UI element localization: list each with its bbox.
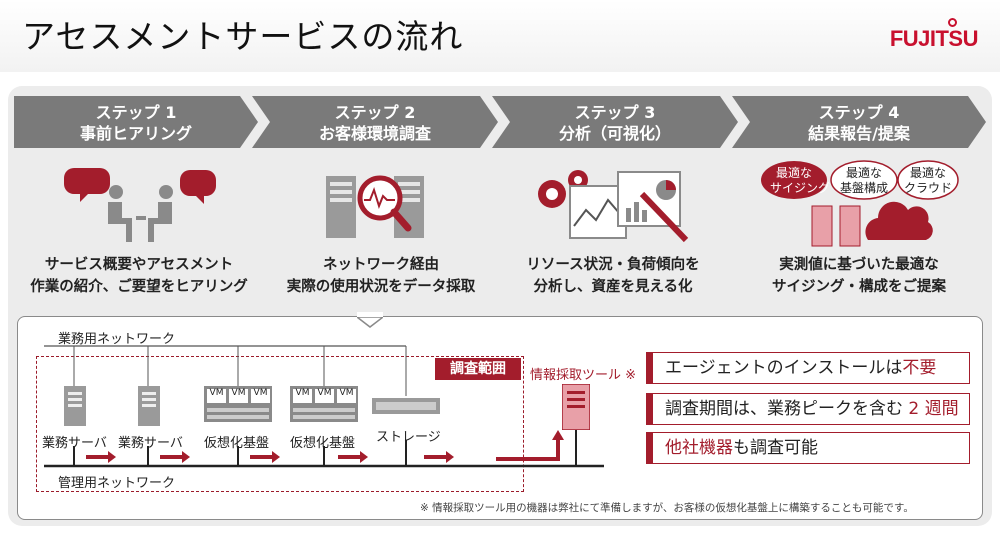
feature-two-weeks: 調査期間は、業務ピークを含む 2 週間 — [646, 393, 970, 425]
business-server-2-icon — [138, 386, 160, 426]
vm-label: VM — [339, 388, 354, 398]
vm-label: VM — [295, 388, 310, 398]
collection-tool-label: 情報採取ツール ※ — [530, 368, 637, 383]
vm-label: VM — [231, 388, 246, 398]
bubble-cloud: 最適なクラウド — [904, 166, 953, 195]
business-server-1-icon — [64, 386, 86, 426]
proposal-bubbles-icon — [761, 160, 959, 247]
step-3-description: リソース状況・負荷傾向を分析し、資産を見える化 — [526, 257, 700, 295]
step-2-description: ネットワーク経由実際の使用状況をデータ採取 — [286, 257, 476, 295]
device-label: 仮想化基盤 — [204, 436, 270, 451]
feature-no-agent: エージェントのインストールは不要 — [646, 352, 970, 384]
storage-icon — [372, 398, 440, 414]
device-label: ストレージ — [376, 430, 441, 445]
vm-label: VM — [209, 388, 224, 398]
virtualization-host-1-icon — [204, 386, 272, 422]
feature-other-vendors: 他社機器も調査可能 — [646, 432, 970, 464]
business-network-label: 業務用ネットワーク — [58, 332, 176, 347]
step-1-description: サービス概要やアセスメント作業の紹介、ご要望をヒアリング — [30, 257, 248, 295]
vm-label: VM — [317, 388, 332, 398]
server-inspection-icon — [326, 175, 424, 238]
device-label: 仮想化基盤 — [290, 436, 356, 451]
management-network-label: 管理用ネットワーク — [58, 476, 176, 491]
step-4-description: 実測値に基づいた最適なサイジング・構成をご提案 — [772, 257, 946, 295]
device-label: 業務サーバ — [118, 436, 183, 451]
analysis-charts-icon — [538, 170, 689, 243]
footnote: ※ 情報採取ツール用の機器は弊社にて準備しますが、お客様の仮想化基盤上に構築する… — [420, 502, 914, 514]
survey-scope-label: 調査範囲 — [435, 358, 521, 380]
vm-label: VM — [253, 388, 268, 398]
device-label: 業務サーバ — [42, 436, 107, 451]
fujitsu-logo: FUJITSU — [890, 18, 979, 52]
network-diagram-box — [17, 316, 983, 520]
page-title: アセスメントサービスの流れ — [22, 17, 464, 56]
collection-tool-server-icon — [562, 384, 590, 430]
bubble-sizing: 最適なサイジング — [770, 166, 831, 195]
callout-notch — [357, 312, 383, 328]
survey-scope-area — [36, 356, 524, 492]
header-bar — [0, 0, 1000, 72]
bubble-infra: 最適な基盤構成 — [840, 166, 889, 195]
hearing-icon — [64, 168, 216, 242]
virtualization-host-2-icon — [290, 386, 358, 422]
